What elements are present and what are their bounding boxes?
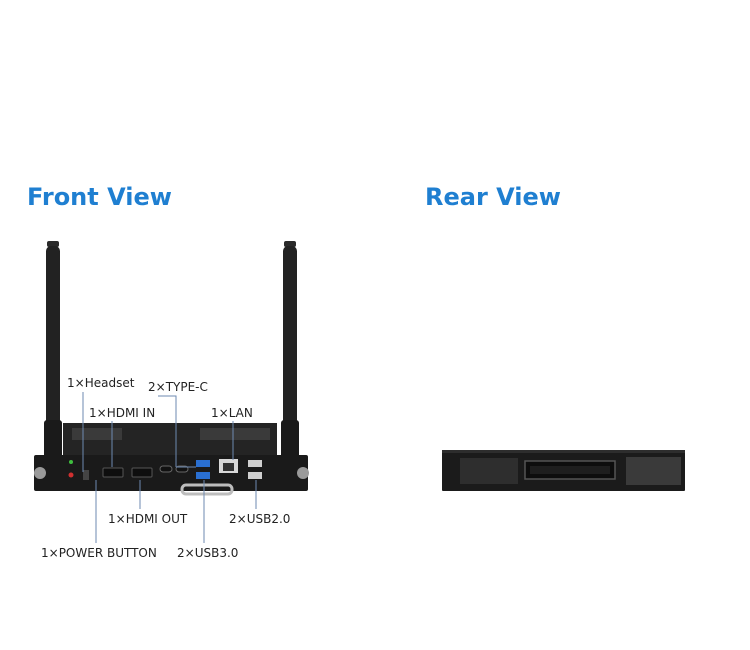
front-vents bbox=[72, 428, 270, 440]
front-device bbox=[34, 241, 309, 496]
rear-vents-left bbox=[460, 458, 518, 484]
front-view-title: Front View bbox=[27, 183, 172, 211]
label-lan: 1×LAN bbox=[211, 406, 253, 420]
label-power-button: 1×POWER BUTTON bbox=[41, 546, 157, 560]
rear-device bbox=[442, 450, 685, 491]
usb20-port-2 bbox=[248, 472, 262, 479]
power-led bbox=[69, 460, 73, 464]
usb30-port-1 bbox=[196, 460, 210, 467]
usb30-port-2 bbox=[196, 472, 210, 479]
left-screw bbox=[34, 467, 46, 479]
label-usb20: 2×USB2.0 bbox=[229, 512, 290, 526]
pull-handle bbox=[180, 483, 234, 496]
right-screw bbox=[297, 467, 309, 479]
usb20-port-1 bbox=[248, 460, 262, 467]
rear-vents-right bbox=[626, 457, 681, 485]
power-button bbox=[83, 470, 89, 480]
label-headset: 1×Headset bbox=[67, 376, 135, 390]
callout-lines bbox=[82, 392, 257, 543]
type-c-port-1 bbox=[159, 465, 173, 473]
label-hdmi-in: 1×HDMI IN bbox=[89, 406, 155, 420]
hdmi-out-port bbox=[131, 467, 153, 478]
left-antenna bbox=[44, 241, 62, 470]
right-antenna bbox=[281, 241, 299, 470]
label-type-c: 2×TYPE-C bbox=[148, 380, 208, 394]
label-hdmi-out: 1×HDMI OUT bbox=[108, 512, 188, 526]
rear-view-title: Rear View bbox=[425, 183, 561, 211]
hdmi-in-port bbox=[102, 467, 124, 478]
front-plate bbox=[34, 455, 308, 491]
headset-jack bbox=[68, 472, 74, 478]
label-usb30: 2×USB3.0 bbox=[177, 546, 238, 560]
